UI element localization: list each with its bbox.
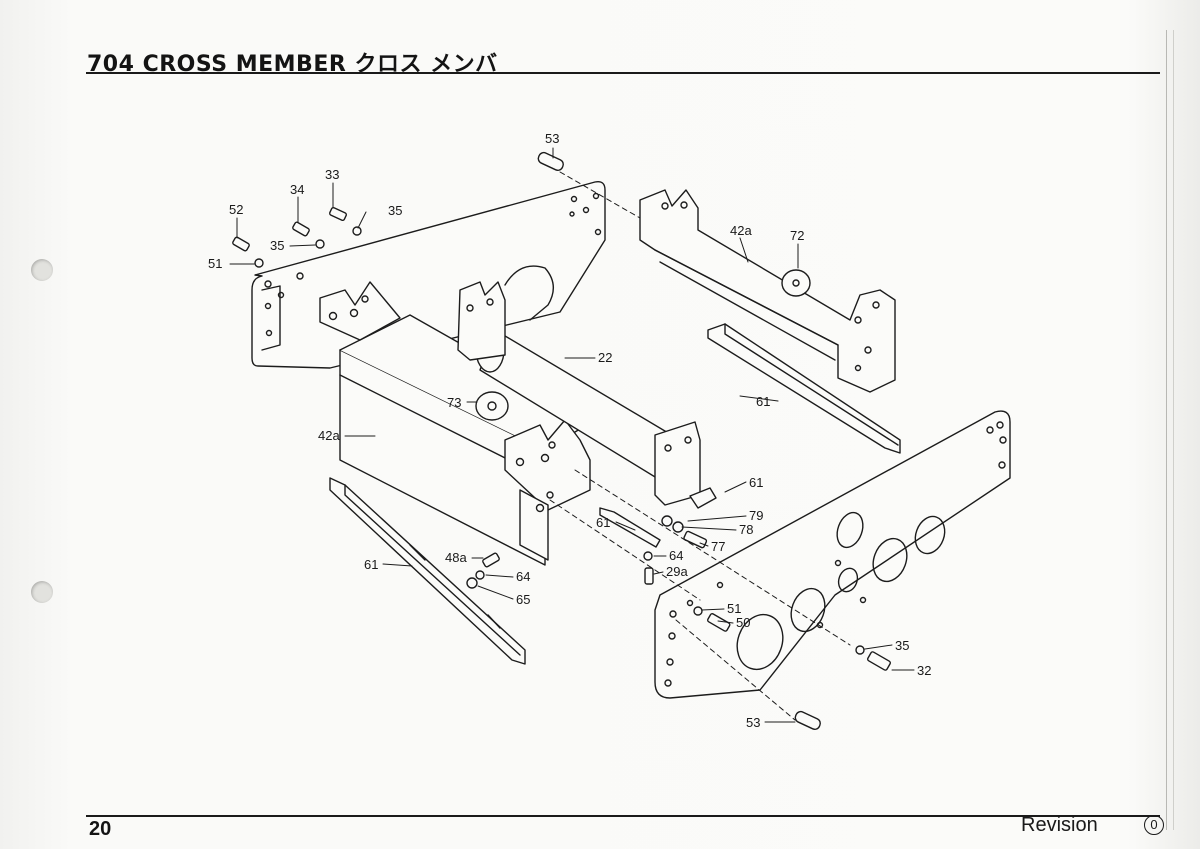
angle-bar-61-small xyxy=(689,487,717,509)
callout-79: 79 xyxy=(749,508,763,523)
revision-label: Revision xyxy=(1021,814,1098,836)
callout-22: 22 xyxy=(598,350,612,365)
callout-35-a: 35 xyxy=(388,203,402,218)
revision-number-badge: 0 xyxy=(1144,815,1164,835)
callout-50: 50 xyxy=(736,615,750,630)
callout-48a: 48a xyxy=(445,550,467,565)
callout-53-top: 53 xyxy=(545,131,559,146)
spacer-73 xyxy=(475,391,509,421)
punch-hole-bottom xyxy=(31,581,53,603)
callout-33: 33 xyxy=(325,167,339,182)
callout-73: 73 xyxy=(447,395,461,410)
callout-labels: 53 33 34 35 52 35 51 42a 72 22 73 42a 61… xyxy=(208,131,931,730)
callout-61-left: 61 xyxy=(364,557,378,572)
angle-bar-61-right xyxy=(707,323,901,454)
right-channel-42a xyxy=(639,189,896,393)
callout-72: 72 xyxy=(790,228,804,243)
callout-51-a: 51 xyxy=(208,256,222,271)
angle-bar-61-left xyxy=(329,477,526,665)
callout-61-upper: 61 xyxy=(756,394,770,409)
callout-42a-right: 42a xyxy=(730,223,752,238)
callout-61-center: 61 xyxy=(596,515,610,530)
front-side-plate xyxy=(654,410,1011,699)
page-edge xyxy=(1166,30,1174,830)
spacer-72 xyxy=(781,269,811,297)
callout-65: 65 xyxy=(516,592,530,607)
footer-rule xyxy=(86,815,1160,817)
callout-52: 52 xyxy=(229,202,243,217)
callout-78: 78 xyxy=(739,522,753,537)
punch-hole-top xyxy=(31,259,53,281)
callout-51-b: 51 xyxy=(727,601,741,616)
center-tube-22 xyxy=(457,281,701,506)
callout-64-a: 64 xyxy=(669,548,683,563)
left-channel-42a xyxy=(319,281,596,566)
alignment-lines xyxy=(549,171,851,721)
callout-34: 34 xyxy=(290,182,304,197)
callout-61-mid: 61 xyxy=(749,475,763,490)
callout-29a: 29a xyxy=(666,564,688,579)
callout-35-c: 35 xyxy=(895,638,909,653)
callout-32: 32 xyxy=(917,663,931,678)
callout-35-b: 35 xyxy=(270,238,284,253)
header-rule xyxy=(86,72,1160,74)
leader-lines xyxy=(229,147,915,723)
page-number: 20 xyxy=(89,818,112,840)
hardware-parts xyxy=(232,151,891,730)
callout-64-b: 64 xyxy=(516,569,530,584)
callout-53-bottom: 53 xyxy=(746,715,760,730)
callout-77: 77 xyxy=(711,539,725,554)
callout-42a-left: 42a xyxy=(318,428,340,443)
